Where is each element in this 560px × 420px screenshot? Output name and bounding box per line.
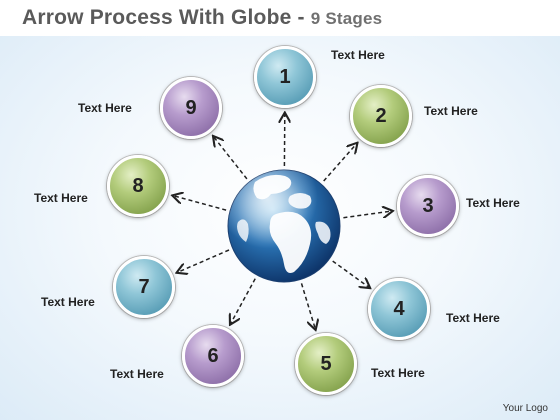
stage-9-circle: 9 [160, 77, 222, 139]
arrow-to-stage-5 [300, 283, 316, 328]
stage-2-number: 2 [375, 104, 387, 127]
title-stages: 9 Stages [310, 9, 383, 28]
footer-logo: Your Logo [502, 403, 548, 414]
stage-9-number: 9 [185, 96, 197, 119]
stage-3-label: Text Here [466, 196, 520, 210]
arrow-to-stage-7 [178, 249, 230, 272]
stage-6-label: Text Here [110, 367, 164, 381]
stage-4-circle: 4 [368, 278, 430, 340]
arrow-to-stage-3 [343, 211, 391, 219]
stage-5-number: 5 [320, 352, 332, 375]
globe-icon [227, 169, 341, 283]
stage-3-number: 3 [422, 194, 434, 217]
stage-7-label: Text Here [41, 295, 95, 309]
stage-1-label: Text Here [331, 48, 385, 62]
stage-5-label: Text Here [371, 366, 425, 380]
stage-8-label: Text Here [34, 191, 88, 205]
arrow-to-stage-9 [214, 137, 248, 180]
stage-8-circle: 8 [107, 155, 169, 217]
arrow-to-stage-6 [231, 278, 256, 324]
stage-5-circle: 5 [295, 333, 357, 395]
stage-2-label: Text Here [424, 104, 478, 118]
stage-6-number: 6 [207, 344, 219, 367]
stage-3-circle: 3 [397, 175, 459, 237]
title-main: Arrow Process With Globe - [22, 6, 311, 29]
stage-7-number: 7 [138, 275, 150, 298]
connector-arrows [174, 114, 392, 329]
stage-1-number: 1 [279, 65, 291, 88]
stage-1-circle: 1 [254, 46, 316, 108]
stage-4-number: 4 [393, 297, 405, 320]
stage-7-circle: 7 [113, 256, 175, 318]
arrow-to-stage-8 [174, 196, 227, 211]
slide-title: Arrow Process With Globe - 9 Stages [22, 6, 382, 30]
stage-9-label: Text Here [78, 101, 132, 115]
stage-4-label: Text Here [446, 311, 500, 325]
stage-6-circle: 6 [182, 325, 244, 387]
arrow-to-stage-2 [323, 144, 357, 182]
stage-8-number: 8 [132, 174, 144, 197]
stage-2-circle: 2 [350, 85, 412, 147]
arrow-to-stage-4 [332, 260, 369, 287]
